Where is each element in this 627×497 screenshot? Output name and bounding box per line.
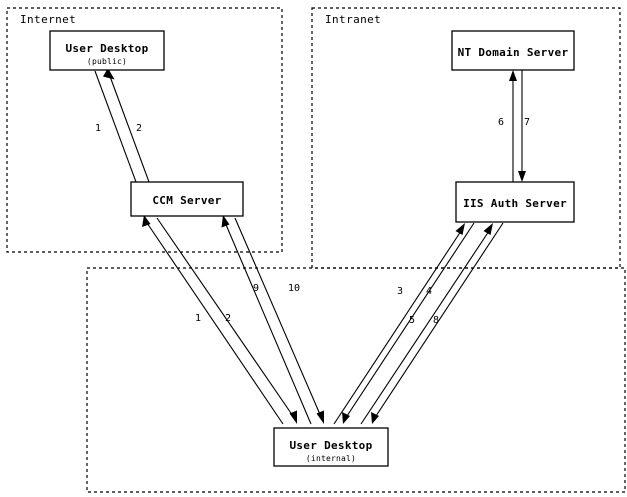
- flow-label-6: 6: [498, 117, 504, 128]
- flow-label-10: 10: [288, 283, 300, 294]
- node-user-desktop-internal[interactable]: User Desktop (internal): [273, 427, 389, 467]
- flow-label-9: 9: [253, 283, 259, 294]
- node-ccm-server-box[interactable]: [130, 181, 244, 217]
- flow-label-5: 5: [409, 315, 415, 326]
- flow-label-2-public: 2: [136, 123, 142, 134]
- flow-3-line: [333, 223, 465, 425]
- node-user-desktop-internal-title: User Desktop: [289, 439, 372, 452]
- flow-10-line: [234, 217, 324, 424]
- node-user-desktop-internal-box[interactable]: [273, 427, 389, 467]
- node-user-desktop-public[interactable]: User Desktop (public): [49, 30, 165, 71]
- zone-internal-lan-border: [86, 267, 626, 493]
- flow-label-2-internal: 2: [225, 313, 231, 324]
- node-iis-auth-server[interactable]: IIS Auth Server: [455, 181, 575, 223]
- node-ccm-server[interactable]: CCM Server: [130, 181, 244, 217]
- flow-label-8: 8: [433, 315, 439, 326]
- flow-9-line: [221, 215, 312, 425]
- flow-5-line: [360, 223, 493, 425]
- flow-label-7: 7: [524, 117, 530, 128]
- zone-intranet-label: Intranet: [325, 13, 381, 26]
- zone-internet-border: [6, 7, 283, 253]
- node-user-desktop-public-subtitle: (public): [87, 57, 127, 66]
- flow-4-line: [342, 222, 475, 424]
- flow-label-3: 3: [397, 286, 403, 297]
- zone-internet: Internet: [6, 7, 283, 253]
- flow-6-line: [509, 70, 517, 182]
- node-nt-domain-server-box[interactable]: [451, 30, 575, 71]
- node-iis-auth-server-title: IIS Auth Server: [463, 197, 567, 210]
- flow-label-1-public: 1: [95, 123, 101, 134]
- flow-1-internal-line: [142, 215, 284, 425]
- flow-7-line: [518, 70, 526, 182]
- node-nt-domain-server-title: NT Domain Server: [458, 46, 569, 59]
- flow-8-line: [371, 222, 504, 424]
- zone-internal-lan: [86, 267, 626, 493]
- node-nt-domain-server[interactable]: NT Domain Server: [451, 30, 575, 71]
- node-iis-auth-server-box[interactable]: [455, 181, 575, 223]
- flow-2-internal-line: [156, 217, 297, 424]
- node-user-desktop-internal-subtitle: (internal): [306, 454, 356, 463]
- node-ccm-server-title: CCM Server: [152, 194, 221, 207]
- node-user-desktop-public-box[interactable]: [49, 30, 165, 71]
- flow-label-4: 4: [426, 286, 432, 297]
- flow-label-1-internal: 1: [195, 313, 201, 324]
- zone-internet-label: Internet: [20, 13, 76, 26]
- node-user-desktop-public-title: User Desktop: [65, 42, 148, 55]
